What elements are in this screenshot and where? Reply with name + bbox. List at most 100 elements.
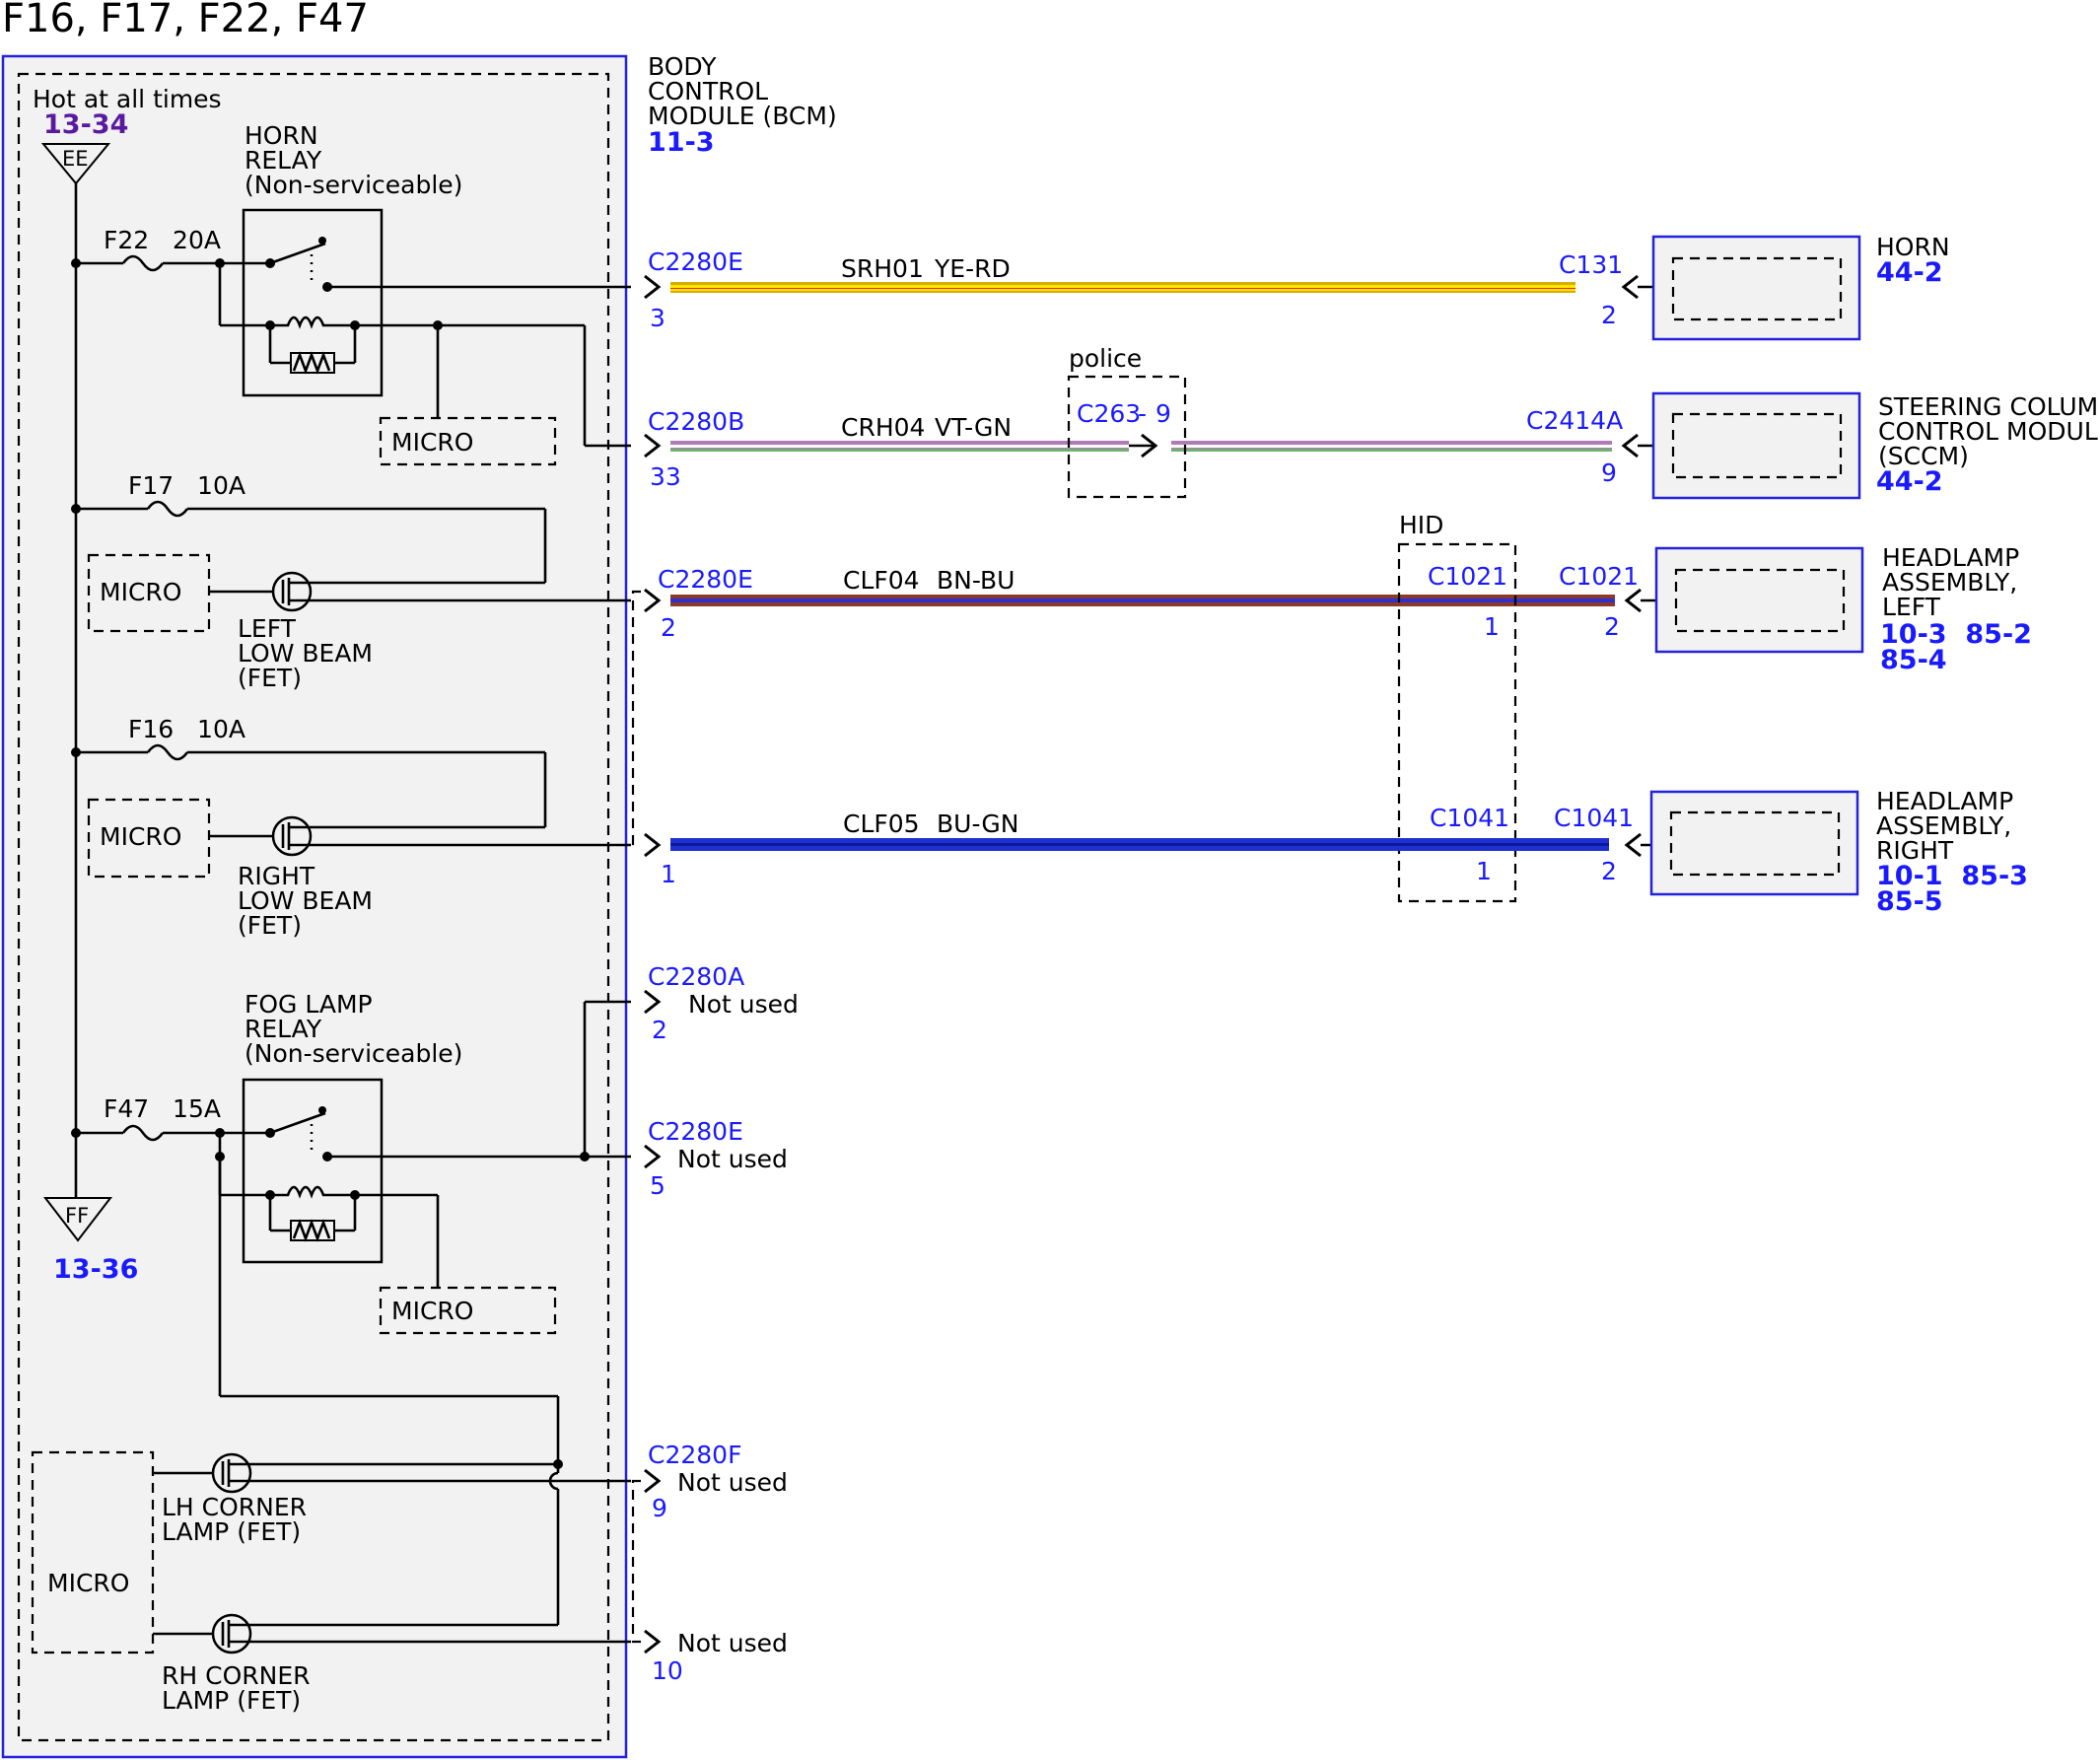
headlamp-left-ref-2: 85-4 <box>1880 645 1947 675</box>
left-beam-micro-label: MICRO <box>100 578 181 606</box>
pin10-not-used: Not used <box>677 1629 788 1657</box>
c2280e-shared-bracket <box>631 590 641 846</box>
bcm-title-line-1: BODY <box>648 52 717 81</box>
clf05-color: BU-GN <box>937 810 1018 838</box>
ee-triangle-icon <box>40 143 111 185</box>
hid-label: HID <box>1399 511 1443 539</box>
corner-micro-box <box>31 1450 155 1654</box>
c131-pin: 2 <box>1601 301 1617 329</box>
right-low-beam-line-3: (FET) <box>238 911 302 940</box>
hot-label: Hot at all times <box>33 85 222 113</box>
c263-pin: 9 <box>1155 399 1171 428</box>
headlamp-right-line-1: HEADLAMP <box>1876 787 2013 815</box>
right-beam-micro-label: MICRO <box>100 822 181 851</box>
right-beam-micro-box <box>87 798 211 879</box>
horn-relay-line-2: RELAY <box>245 146 322 175</box>
c2280f-not-used: Not used <box>677 1468 788 1497</box>
c2280e-pin5-pin: 5 <box>650 1171 665 1200</box>
fuse-f22-icon <box>121 254 165 272</box>
c2280f-connector: C2280F <box>648 1441 741 1469</box>
c2280a-not-used: Not used <box>688 990 799 1019</box>
c2280a-pin: 2 <box>652 1016 667 1044</box>
headlamp-right-component-box <box>1649 790 1859 896</box>
police-connector-box <box>1067 375 1187 499</box>
corner-micro-label: MICRO <box>47 1569 129 1597</box>
horn-relay-line-1: HORN <box>245 121 318 150</box>
horn-relay-icon <box>242 208 631 397</box>
right-low-beam-fet-icon <box>271 815 313 857</box>
c1021-connector: C1021 <box>1559 562 1639 591</box>
horn-micro-box <box>379 416 557 466</box>
wire-srh01 <box>670 282 1575 293</box>
rh-corner-line-2: LAMP (FET) <box>162 1686 301 1715</box>
right-low-beam-line-2: LOW BEAM <box>238 886 373 915</box>
left-low-beam-line-1: LEFT <box>238 614 297 643</box>
fuse-f47-icon <box>121 1124 165 1142</box>
left-low-beam-line-3: (FET) <box>238 664 302 692</box>
horn-relay-line-3: (Non-serviceable) <box>245 171 462 199</box>
fuse-f47-label: F47 15A <box>104 1094 221 1123</box>
headlamp-left-line-3: LEFT <box>1882 593 1941 621</box>
srh01-color: YE-RD <box>934 254 1011 283</box>
c2280e-pin2-connector: C2280E <box>658 565 753 594</box>
sccm-line-3: (SCCM) <box>1878 442 1969 470</box>
ee-ref: 13-34 <box>43 109 128 140</box>
fog-micro-label: MICRO <box>391 1297 473 1325</box>
bcm-module-outline <box>1 54 628 1759</box>
lh-corner-line-1: LH CORNER <box>162 1493 307 1521</box>
wire-clf04 <box>670 595 1615 606</box>
c263-dash: - <box>1138 399 1147 428</box>
left-low-beam-fet-icon <box>271 571 313 612</box>
bcm-ref: 11-3 <box>648 127 715 158</box>
rh-corner-fet-icon <box>211 1613 252 1654</box>
sccm-line-2: CONTROL MODULE <box>1878 417 2100 446</box>
crh04-color: VT-GN <box>935 413 1012 442</box>
c1021-pin: 2 <box>1604 612 1620 641</box>
clf04-color: BN-BU <box>937 566 1015 595</box>
sccm-component-ref: 44-2 <box>1876 466 1943 497</box>
c2280e-pin3-connector: C2280E <box>648 247 743 276</box>
sccm-component-box <box>1651 391 1861 500</box>
lh-corner-line-2: LAMP (FET) <box>162 1517 301 1546</box>
headlamp-left-line-2: ASSEMBLY, <box>1882 568 2017 597</box>
headlamp-right-line-3: RIGHT <box>1876 836 1954 865</box>
bcm-internal-boundary <box>17 72 610 1742</box>
sccm-line-1: STEERING COLUMN <box>1878 392 2100 421</box>
c2280e-pin2-pin: 2 <box>661 613 676 642</box>
c2280e-pin5-not-used: Not used <box>677 1145 788 1173</box>
hid-c1041-connector: C1041 <box>1430 804 1509 832</box>
left-beam-micro-box <box>87 553 211 633</box>
c263-connector: C263 <box>1077 399 1141 428</box>
hid-c1021-connector: C1021 <box>1428 562 1507 591</box>
hid-c1021-pin: 1 <box>1484 612 1500 641</box>
wire-crh04 <box>670 441 1612 452</box>
bcm-title-line-2: CONTROL <box>648 77 768 106</box>
headlamp-left-line-1: HEADLAMP <box>1882 543 2019 572</box>
lh-corner-fet-icon <box>211 1452 252 1494</box>
left-low-beam-line-2: LOW BEAM <box>238 639 373 668</box>
crh04-circuit: CRH04 <box>841 413 925 442</box>
fuse-f17-label: F17 10A <box>128 471 245 500</box>
pin10-pin: 10 <box>652 1656 683 1685</box>
headlamp-left-ref-1: 10-3 85-2 <box>1880 619 2032 650</box>
headlamp-right-ref-2: 85-5 <box>1876 886 1943 917</box>
bcm-title-line-3: MODULE (BCM) <box>648 102 837 130</box>
c131-connector: C131 <box>1559 250 1623 279</box>
clf04-circuit: CLF04 <box>843 566 920 595</box>
headlamp-right-line-2: ASSEMBLY, <box>1876 811 2011 840</box>
c2280f-shared-bracket <box>631 1479 641 1644</box>
fog-relay-line-2: RELAY <box>245 1015 322 1043</box>
clf05-bcm-pin: 1 <box>661 860 676 888</box>
rh-corner-line-1: RH CORNER <box>162 1661 311 1690</box>
